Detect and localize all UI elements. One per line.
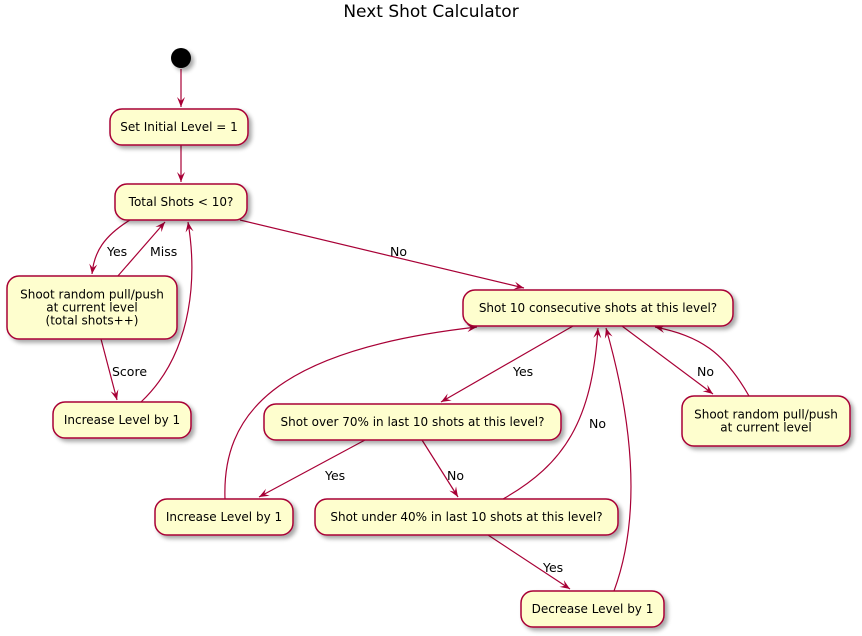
node-label: Total Shots < 10? xyxy=(128,195,234,209)
node-box xyxy=(6,275,178,340)
edge-over-70-to-under-40 xyxy=(421,439,459,498)
arrowhead xyxy=(466,324,477,333)
arrowhead xyxy=(513,281,524,290)
arrowhead xyxy=(559,580,570,589)
node-label: Decrease Level by 1 xyxy=(532,602,654,616)
nodes: Set Initial Level = 1 Total Shots < 10? Sh… xyxy=(6,48,851,628)
edge-label: Yes xyxy=(324,468,345,483)
arrowhead xyxy=(259,488,270,497)
edge-under-40-to-decrease xyxy=(487,534,571,590)
start-node xyxy=(171,48,191,68)
node-under-40: Shot under 40% in last 10 shots at this … xyxy=(314,498,619,536)
edge-label: No xyxy=(697,364,714,379)
arrowhead xyxy=(441,393,452,402)
arrowhead xyxy=(110,389,119,400)
node-box xyxy=(109,108,249,146)
node-over-70: Shot over 70% in last 10 shots at this l… xyxy=(263,403,562,441)
node-label: Shot over 70% in last 10 shots at this l… xyxy=(281,415,545,429)
arrowhead xyxy=(177,172,185,182)
node-set-level: Set Initial Level = 1 xyxy=(109,108,249,146)
edge-under-40-to-shot-10 xyxy=(502,327,599,500)
node-box xyxy=(462,289,734,327)
edge-shoot-random-left-to-total-shots xyxy=(116,221,166,278)
edge-label: Yes xyxy=(542,560,563,575)
edge-shoot-random-right-to-shot-10 xyxy=(654,326,750,397)
edge-label: No xyxy=(589,416,606,431)
node-box xyxy=(263,403,562,441)
arrowhead xyxy=(177,97,185,107)
node-label: Increase Level by 1 xyxy=(64,413,180,427)
node-box xyxy=(314,498,619,536)
edge-increase-mid-to-shot-10 xyxy=(224,326,478,500)
node-label: (total shots++) xyxy=(46,314,139,328)
edge-shoot-random-left-to-increase-left xyxy=(100,338,118,401)
node-label: Set Initial Level = 1 xyxy=(120,120,238,134)
node-box xyxy=(114,183,248,221)
edge-label: Miss xyxy=(150,244,177,259)
node-label: Shot under 40% in last 10 shots at this … xyxy=(330,510,602,524)
edge-label: Yes xyxy=(512,364,533,379)
node-box xyxy=(520,590,665,628)
arrowhead xyxy=(185,222,194,233)
node-total-shots: Total Shots < 10? xyxy=(114,183,248,221)
edge-shot-10-to-shoot-random-right xyxy=(621,325,714,395)
node-box xyxy=(681,395,851,447)
node-label: Shoot random pull/push xyxy=(694,408,838,422)
node-box xyxy=(154,498,294,536)
node-box xyxy=(52,401,192,439)
arrowhead xyxy=(702,384,713,394)
edge-label: No xyxy=(447,468,464,483)
edges xyxy=(89,69,750,592)
node-label: Increase Level by 1 xyxy=(166,510,282,524)
edge-shot-10-to-over-70 xyxy=(440,325,574,403)
arrowhead xyxy=(89,263,98,274)
arrowhead xyxy=(155,222,165,233)
node-label: Shoot random pull/push xyxy=(20,288,164,302)
diagram-title: Next Shot Calculator xyxy=(343,2,518,22)
node-decrease: Decrease Level by 1 xyxy=(520,590,665,628)
arrowhead xyxy=(449,486,458,497)
edge-over-70-to-increase-mid xyxy=(258,439,366,498)
edge-label: No xyxy=(390,244,407,259)
node-label: at current level xyxy=(720,421,812,435)
edge-decrease-to-shot-10 xyxy=(605,327,632,592)
node-label: Shot 10 consecutive shots at this level? xyxy=(479,301,717,315)
edge-increase-left-to-total-shots xyxy=(140,221,193,403)
node-label: at current level xyxy=(46,301,138,315)
arrowhead xyxy=(604,328,613,339)
node-increase-left: Increase Level by 1 xyxy=(52,401,192,439)
node-increase-mid: Increase Level by 1 xyxy=(154,498,294,536)
edge-label: Score xyxy=(112,364,147,379)
arrowhead xyxy=(593,328,602,339)
arrowhead xyxy=(655,325,666,333)
edge-total-shots-to-shot-10 xyxy=(239,219,525,289)
node-shot-10: Shot 10 consecutive shots at this level? xyxy=(462,289,734,327)
edge-label: Yes xyxy=(106,244,127,259)
